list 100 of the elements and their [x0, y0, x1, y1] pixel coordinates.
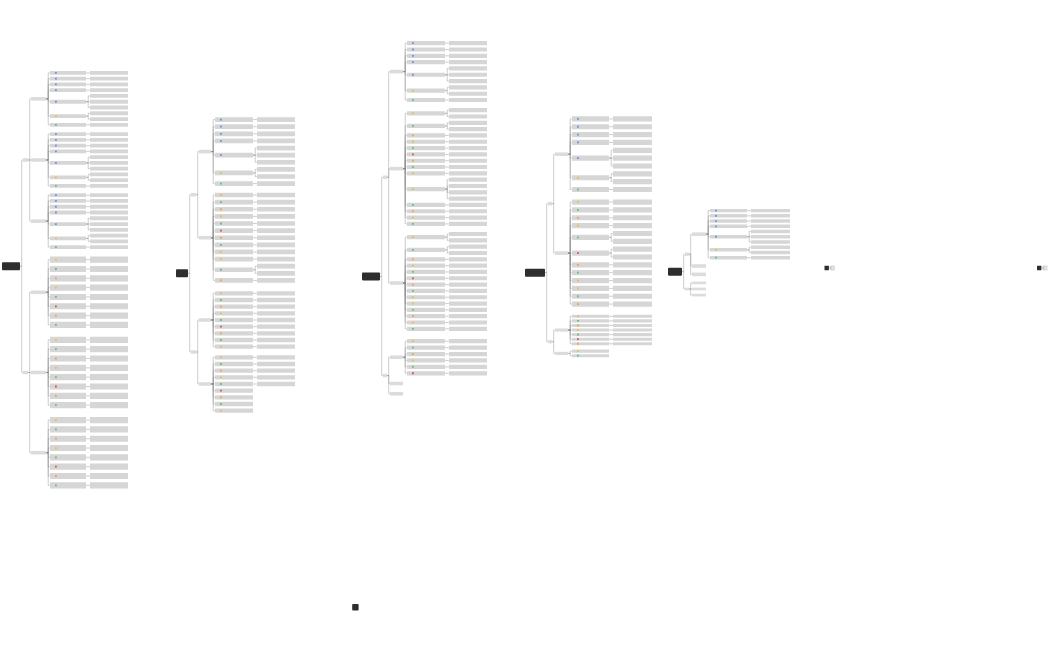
- connector-line: [681, 271, 686, 290]
- connector-line: [211, 151, 216, 184]
- connector-line: [253, 216, 258, 217]
- connector-line: [86, 151, 91, 152]
- connector-line: [188, 273, 192, 353]
- topic-label-box: [692, 293, 706, 297]
- subtopic-box: [215, 291, 253, 296]
- connector-line: [86, 95, 91, 102]
- connector-line: [253, 306, 258, 307]
- subtopic-box: [90, 383, 128, 390]
- connector-line: [567, 252, 573, 305]
- topic-label-box: [23, 158, 28, 162]
- connector-line: [444, 233, 450, 238]
- subtopic-box: [449, 326, 487, 331]
- subtopic-box: [572, 277, 609, 284]
- subtopic-box: [257, 228, 295, 233]
- subtopic-box: [50, 256, 86, 263]
- connector-line: [403, 166, 408, 169]
- connector-line: [608, 280, 614, 281]
- subtopic-box: [613, 139, 652, 146]
- subtopic-box: [572, 262, 609, 268]
- subtopic-box: [613, 270, 652, 276]
- connector-line: [608, 252, 614, 258]
- subtopic-box: [90, 88, 128, 93]
- subtopic-box: [407, 47, 445, 52]
- connector-line: [211, 237, 216, 281]
- connector-line: [46, 372, 51, 406]
- subtopic-box: [572, 132, 609, 138]
- subtopic-box: [449, 202, 487, 208]
- connector-line: [86, 78, 91, 79]
- subtopic-box: [613, 132, 652, 138]
- subtopic-box: [50, 114, 86, 119]
- connector-line: [608, 334, 614, 335]
- subtopic-box: [407, 72, 445, 77]
- connector-line: [403, 357, 408, 361]
- connector-line: [387, 177, 391, 284]
- subtopic-box: [50, 444, 86, 452]
- connector-line: [444, 160, 450, 161]
- connector-line: [211, 383, 216, 385]
- connector-line: [403, 160, 408, 169]
- subtopic-box: [50, 265, 86, 273]
- connector-line: [380, 177, 384, 277]
- subtopic-box: [257, 368, 295, 373]
- connector-line: [211, 319, 216, 347]
- subtopic-box: [613, 285, 652, 291]
- subtopic-box: [90, 364, 128, 371]
- subtopic-box: [50, 392, 86, 399]
- subtopic-box: [215, 117, 253, 122]
- subtopic-box: [50, 149, 86, 154]
- connector-line: [86, 156, 91, 164]
- connector-line: [444, 113, 450, 117]
- topic-label-box: [31, 97, 46, 101]
- connector-line: [196, 319, 200, 353]
- subtopic-box: [257, 270, 295, 276]
- connector-line: [688, 282, 693, 290]
- connector-line: [86, 238, 91, 242]
- subtopic-box: [50, 122, 86, 127]
- subtopic-box: [407, 187, 445, 192]
- connector-line: [444, 87, 450, 91]
- subtopic-box: [90, 293, 128, 301]
- subtopic-box: [257, 278, 295, 283]
- subtopic-box: [50, 275, 86, 282]
- subtopic-box: [90, 99, 128, 104]
- subtopic-box: [613, 147, 652, 153]
- subtopic-box: [572, 250, 609, 256]
- subtopic-box: [215, 401, 253, 407]
- connector-line: [608, 329, 614, 331]
- connector-line: [746, 236, 752, 243]
- connector-line: [46, 98, 51, 102]
- topic-label-box: [199, 149, 211, 154]
- subtopic-box: [90, 166, 128, 171]
- connector-line: [444, 109, 450, 114]
- subtopic-box: [407, 326, 445, 331]
- subtopic-box: [710, 248, 747, 252]
- subtopic-box: [50, 454, 86, 461]
- subtopic-box: [613, 246, 652, 252]
- connector-line: [20, 159, 24, 267]
- subtopic-box: [215, 388, 253, 393]
- connector-line: [86, 306, 91, 307]
- connector-line: [196, 351, 200, 385]
- subtopic-box: [50, 435, 86, 442]
- subtopic-box: [215, 206, 253, 212]
- subtopic-box: [449, 97, 487, 103]
- subtopic-box: [215, 304, 253, 309]
- connector-line: [86, 246, 91, 248]
- connector-line: [403, 61, 408, 72]
- subtopic-box: [407, 221, 445, 226]
- subtopic-box: [90, 256, 128, 263]
- connector-line: [608, 157, 614, 167]
- connector-line: [387, 375, 391, 394]
- subtopic-box: [449, 108, 487, 113]
- topic-label-box: [548, 340, 552, 344]
- connector-line: [86, 72, 91, 74]
- connector-line: [86, 177, 91, 181]
- subtopic-box: [449, 215, 487, 220]
- subtopic-box: [50, 293, 86, 301]
- connector-line: [86, 84, 91, 85]
- connector-line: [86, 223, 91, 225]
- subtopic-box: [50, 204, 86, 209]
- subtopic-box: [215, 317, 253, 323]
